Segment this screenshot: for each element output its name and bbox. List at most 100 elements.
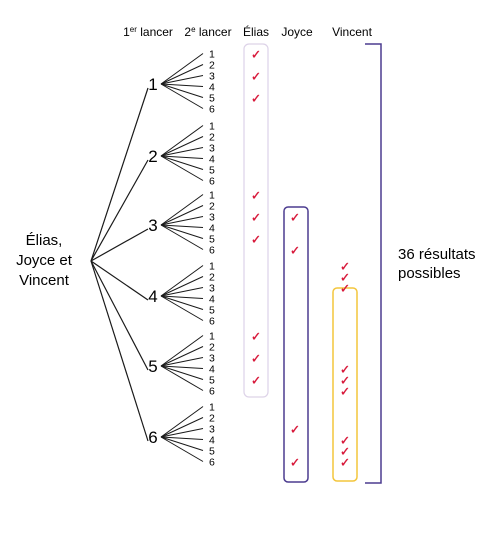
vincent-check-mark: ✓ [340, 282, 350, 296]
second-roll-label: 1 [209, 49, 215, 61]
second-roll-label: 5 [209, 375, 215, 387]
second-roll-label: 3 [209, 283, 215, 295]
vincent-check-mark: ✓ [340, 271, 350, 285]
branch-second-roll [160, 436, 204, 440]
branch-second-roll [160, 335, 204, 367]
vincent-check-mark: ✓ [340, 445, 350, 459]
result-label-line-2: possibles [398, 265, 461, 282]
second-roll-label: 1 [209, 121, 215, 133]
elias-check-mark: ✓ [251, 92, 261, 106]
second-roll-label: 3 [209, 71, 215, 83]
branch-second-roll [160, 436, 204, 451]
second-roll-label: 4 [209, 223, 215, 235]
branch-second-roll [160, 155, 204, 159]
second-roll-label: 6 [209, 245, 215, 257]
branch-second-roll [160, 276, 204, 297]
branch-second-roll [160, 287, 204, 297]
branch-second-roll [160, 295, 204, 310]
elias-check-mark: ✓ [251, 352, 261, 366]
branch-second-roll [160, 365, 204, 380]
branch-second-roll [160, 155, 204, 170]
branch-second-roll [160, 136, 204, 157]
result-label-line-1: 36 résultats [398, 246, 476, 263]
elias-check-mark: ✓ [251, 211, 261, 225]
branch-second-roll [160, 155, 204, 181]
root-label-line-2: Joyce et [16, 252, 73, 269]
branch-root-to-2 [90, 159, 149, 262]
vincent-check-mark: ✓ [340, 363, 350, 377]
second-roll-label: 3 [209, 143, 215, 155]
second-roll-label: 4 [209, 364, 215, 376]
second-roll-label: 1 [209, 190, 215, 202]
branch-second-roll [160, 83, 204, 87]
branch-second-roll [160, 417, 204, 438]
header-elias: Élias [243, 24, 269, 39]
branch-second-roll [160, 75, 204, 85]
second-roll-label: 5 [209, 93, 215, 105]
branch-second-roll [160, 83, 204, 109]
branch-second-roll [160, 224, 204, 250]
first-roll-label: 4 [148, 287, 157, 306]
joyce-column-box [283, 206, 309, 483]
first-roll-label: 5 [148, 357, 157, 376]
second-roll-label: 3 [209, 212, 215, 224]
branch-root-to-1 [90, 87, 149, 262]
header-first-roll: 1er lancer [123, 25, 173, 39]
branch-root-to-4 [90, 260, 149, 301]
branch-second-roll [160, 365, 204, 369]
header-vincent: Vincent [332, 25, 372, 39]
branch-second-roll [160, 83, 204, 98]
elias-check-mark: ✓ [251, 48, 261, 62]
elias-check-mark: ✓ [251, 374, 261, 388]
second-roll-label: 2 [209, 60, 215, 72]
branch-second-roll [160, 216, 204, 226]
joyce-check-mark: ✓ [290, 211, 300, 225]
elias-check-mark: ✓ [251, 70, 261, 84]
second-roll-label: 6 [209, 386, 215, 398]
second-roll-label: 2 [209, 201, 215, 213]
branch-root-to-6 [90, 260, 149, 442]
first-roll-label: 1 [148, 75, 157, 94]
vincent-column-box [332, 287, 358, 482]
branch-second-roll [160, 147, 204, 157]
branch-second-roll [160, 346, 204, 367]
vincent-check-mark: ✓ [340, 434, 350, 448]
elias-column-box [243, 43, 269, 398]
branch-second-roll [160, 64, 204, 85]
branch-second-roll [160, 265, 204, 297]
second-roll-label: 2 [209, 132, 215, 144]
header-joyce: Joyce [281, 25, 313, 39]
branch-second-roll [160, 125, 204, 157]
second-roll-label: 1 [209, 331, 215, 343]
second-roll-label: 6 [209, 176, 215, 188]
branch-second-roll [160, 194, 204, 226]
second-roll-label: 6 [209, 316, 215, 328]
header-second-roll: 2e lancer [184, 25, 231, 39]
joyce-check-mark: ✓ [290, 244, 300, 258]
root-label-line-3: Vincent [19, 272, 70, 289]
branch-second-roll [160, 295, 204, 321]
second-roll-label: 4 [209, 435, 215, 447]
branch-second-roll [160, 53, 204, 85]
second-roll-label: 4 [209, 294, 215, 306]
second-roll-label: 2 [209, 342, 215, 354]
vincent-check-mark: ✓ [340, 385, 350, 399]
branch-root-to-3 [90, 228, 149, 262]
second-roll-label: 5 [209, 446, 215, 458]
outcomes-bracket [365, 43, 382, 484]
vincent-check-mark: ✓ [340, 374, 350, 388]
branch-second-roll [160, 436, 204, 462]
first-roll-label: 3 [148, 216, 157, 235]
elias-check-mark: ✓ [251, 233, 261, 247]
second-roll-label: 2 [209, 413, 215, 425]
vincent-check-mark: ✓ [340, 456, 350, 470]
first-roll-label: 6 [148, 428, 157, 447]
joyce-check-mark: ✓ [290, 456, 300, 470]
elias-check-mark: ✓ [251, 189, 261, 203]
second-roll-label: 3 [209, 424, 215, 436]
branch-second-roll [160, 224, 204, 239]
branch-second-roll [160, 406, 204, 438]
second-roll-label: 1 [209, 402, 215, 414]
second-roll-label: 5 [209, 234, 215, 246]
